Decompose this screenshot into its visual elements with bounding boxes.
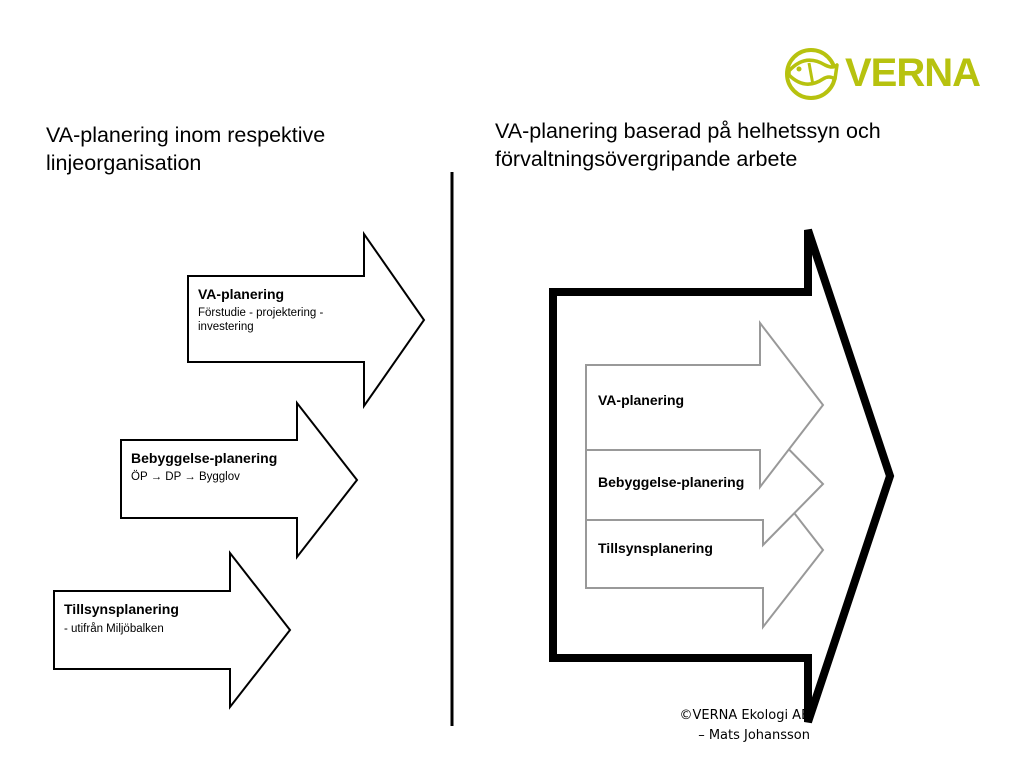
inner-arrow-bebyggelse-planering-label: Bebyggelse-planering xyxy=(598,474,745,490)
fish-logo-icon xyxy=(785,48,839,100)
arrow-bebyggelse-planering xyxy=(120,400,359,560)
copyright: ©VERNA Ekologi AB – Mats Johansson xyxy=(640,706,811,746)
right-heading: VA-planering baserad på helhetssyn och f… xyxy=(495,119,881,171)
copyright-line-2: – Mats Johansson xyxy=(698,728,810,743)
arrow-tillsynsplanering-title: Tillsynsplanering xyxy=(64,601,179,617)
verna-logo: VERNA xyxy=(783,45,983,103)
inner-arrow-va-planering xyxy=(585,320,825,490)
arrow-va-planering-title: VA-planering xyxy=(198,286,285,302)
arrow-bebyggelse-planering-subtitle: ÖP → DP → Bygglov xyxy=(131,471,240,483)
left-heading: VA-planering inom respektive linjeorgani… xyxy=(46,123,326,175)
arrow-tillsynsplanering-subtitle: - utifrån Miljöbalken xyxy=(64,623,164,635)
copyright-line-1: ©VERNA Ekologi AB xyxy=(679,708,811,723)
arrow-va-planering xyxy=(187,230,426,410)
inner-arrow-tillsynsplanering-label: Tillsynsplanering xyxy=(598,540,713,556)
arrow-va-planering-subtitle: Förstudie - projektering - investering xyxy=(198,307,324,333)
inner-arrow-va-planering-label: VA-planering xyxy=(598,392,685,408)
logo-text: VERNA xyxy=(845,51,981,95)
arrow-bebyggelse-planering-title: Bebyggelse-planering xyxy=(131,450,278,466)
arrow-tillsynsplanering xyxy=(53,550,292,710)
